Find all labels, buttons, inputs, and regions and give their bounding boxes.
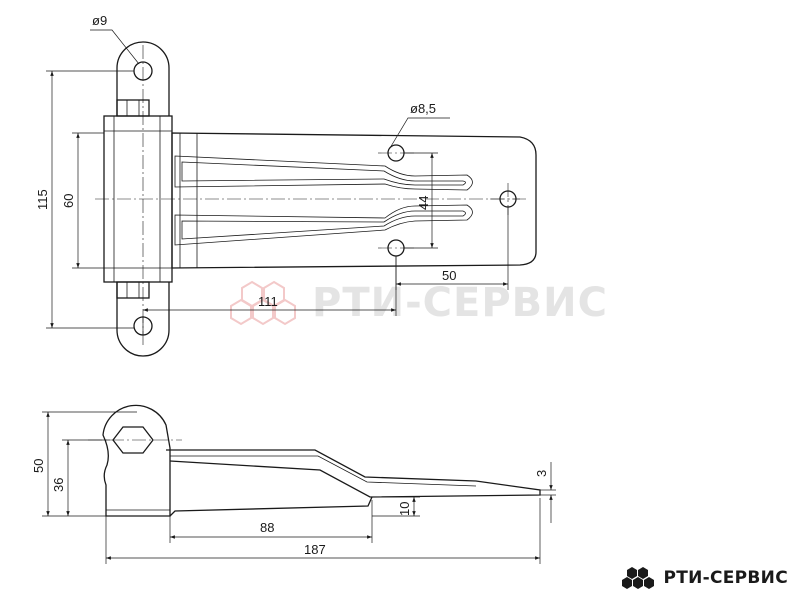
dim-axis-height: 36 [51, 478, 66, 492]
dim-hole-distance: 111 [258, 294, 278, 309]
mounting-lug-top [116, 41, 170, 116]
dim-total-length: 187 [304, 542, 326, 557]
hinge-top-view [95, 41, 537, 357]
dim-knuckle-height: 60 [61, 194, 76, 208]
side-view-dimensions: 50 36 3 10 88 187 [31, 411, 556, 564]
bolt-head-top [116, 99, 150, 117]
hexagon-logo-icon [622, 567, 655, 589]
brand-name: РТИ-СЕРВИС [663, 568, 788, 588]
mounting-lug-bottom [116, 282, 170, 357]
side-knuckle [102, 404, 171, 517]
watermark-text: РТИ-СЕРВИС [312, 280, 608, 326]
bolt-head-bottom [116, 281, 150, 299]
dim-hole-small: ø8,5 [410, 101, 436, 116]
top-view-dimensions: ø9 ø8,5 115 60 44 50 111 [35, 13, 509, 335]
dim-total-height: 115 [35, 189, 50, 210]
dim-step-height: 10 [397, 502, 412, 516]
dim-hole-offset: 50 [442, 268, 456, 283]
dim-hole-large: ø9 [92, 13, 107, 28]
stamped-rib-upper [174, 155, 473, 191]
hinge-side-view [88, 404, 541, 517]
dim-slot-spacing: 44 [416, 196, 431, 210]
dim-bent-length: 88 [260, 520, 274, 535]
side-leaf [166, 449, 541, 498]
dim-leaf-thickness: 3 [534, 470, 549, 477]
stamped-rib-lower [174, 204, 473, 246]
dim-side-height: 50 [31, 459, 46, 473]
watermark-hexagon-icon [230, 280, 296, 326]
brand-logo: РТИ-СЕРВИС [621, 566, 788, 590]
watermark: РТИ-СЕРВИС [230, 280, 608, 326]
leaf-plate [171, 132, 537, 269]
